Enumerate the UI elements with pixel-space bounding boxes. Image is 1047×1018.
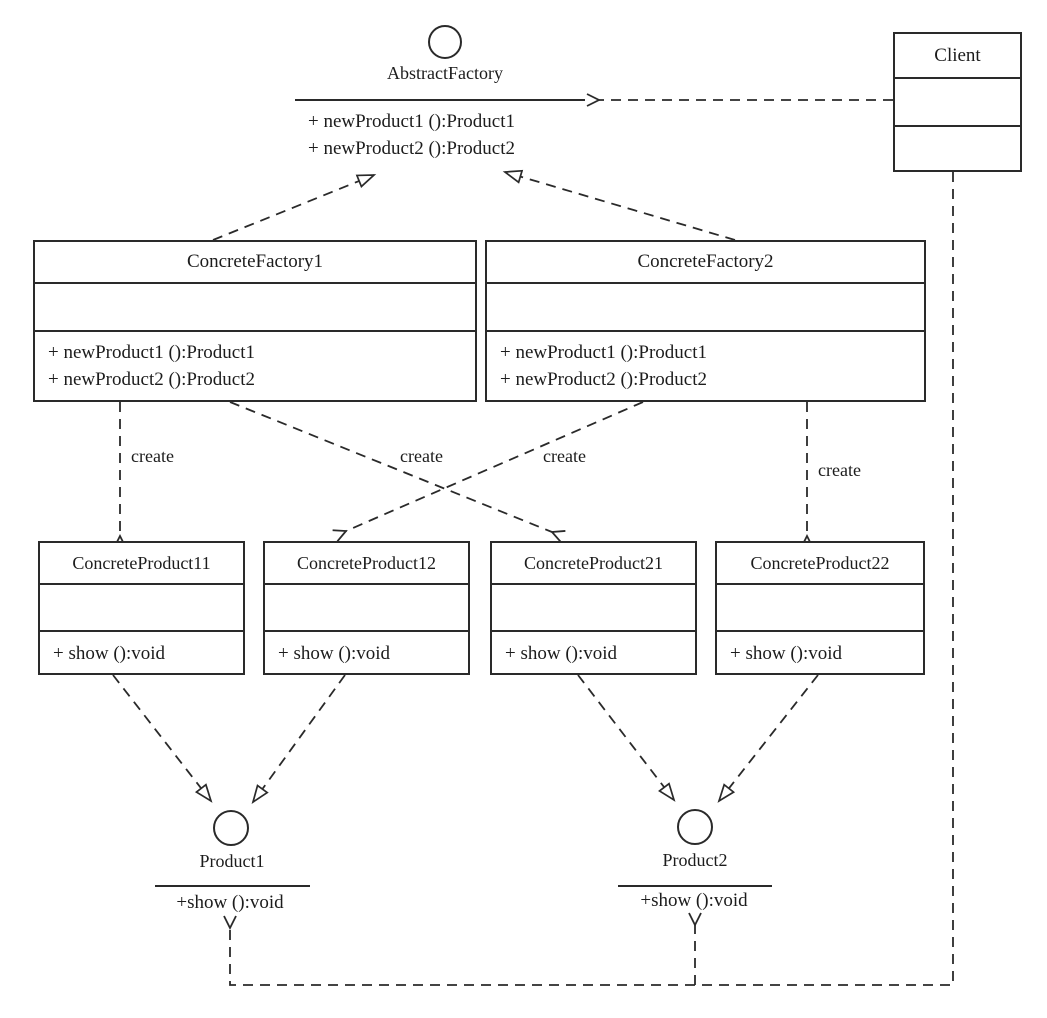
product2-interface-circle-icon [677,809,713,845]
concrete-product11-attributes-compartment [40,585,243,632]
client-name: Client [895,34,1020,79]
class-box-concrete-product11: ConcreteProduct11 + show ():void [38,541,245,675]
client-to-product1-dependency-path [230,172,954,986]
concretefactory1-realization-arrow [212,174,377,241]
abstract-factory-name: AbstractFactory [387,63,503,83]
abstract-factory-interface-circle-icon [428,25,462,59]
concrete-factory1-name: ConcreteFactory1 [35,242,475,284]
concrete-product22-methods-compartment: + show ():void [717,632,923,673]
concrete-factory1-methods-compartment: + newProduct1 ():Product1 + newProduct2 … [35,332,475,400]
concrete-product12-method: + show ():void [278,643,391,664]
cf2-create-cp12-arrow [346,401,644,531]
concrete-factory2-method: + newProduct2 ():Product2 [500,369,708,390]
product2-method: +show ():void [640,890,748,911]
concrete-product11-name: ConcreteProduct11 [40,543,243,585]
client-methods-compartment [895,127,1020,168]
concrete-product22-name: ConcreteProduct22 [717,543,923,585]
create-label: create [818,460,861,480]
concrete-factory1-method: + newProduct1 ():Product1 [48,342,256,363]
concrete-product11-method: + show ():void [53,643,166,664]
product1-method: +show ():void [176,892,284,913]
concrete-factory2-name: ConcreteFactory2 [487,242,924,284]
concrete-product21-methods-compartment: + show ():void [492,632,695,673]
concrete-product12-methods-compartment: + show ():void [265,632,468,673]
abstract-factory-method: + newProduct2 ():Product2 [308,138,516,159]
create-label: create [131,446,174,466]
abstract-factory-methods: + newProduct1 ():Product1 + newProduct2 … [308,108,515,162]
concrete-factory2-attributes-compartment [487,284,924,332]
concrete-product22-attributes-compartment [717,585,923,632]
class-box-client: Client [893,32,1022,172]
concrete-factory2-methods-compartment: + newProduct1 ():Product1 + newProduct2 … [487,332,924,400]
concrete-product21-attributes-compartment [492,585,695,632]
concrete-product11-methods-compartment: + show ():void [40,632,243,673]
concrete-product21-name: ConcreteProduct21 [492,543,695,585]
class-box-concrete-product22: ConcreteProduct22 + show ():void [715,541,925,675]
cp21-realization-product2-arrow [577,674,676,802]
create-label: create [400,446,443,466]
concretefactory2-realization-arrow [502,169,736,241]
cp22-realization-product2-arrow [717,674,819,803]
class-box-concrete-product21: ConcreteProduct21 + show ():void [490,541,697,675]
concrete-product21-method: + show ():void [505,643,618,664]
product1-interface-circle-icon [213,810,249,846]
cp11-realization-product1-arrow [112,674,213,803]
concrete-product12-attributes-compartment [265,585,468,632]
product2-name: Product2 [662,850,728,870]
concrete-factory2-method: + newProduct1 ():Product1 [500,342,708,363]
class-box-concrete-product12: ConcreteProduct12 + show ():void [263,541,470,675]
product1-name: Product1 [199,851,265,871]
create-label: create [543,446,586,466]
class-box-concrete-factory1: ConcreteFactory1 + newProduct1 ():Produc… [33,240,477,402]
cf1-create-cp21-arrow [229,401,552,532]
client-attributes-compartment [895,79,1020,127]
class-box-concrete-factory2: ConcreteFactory2 + newProduct1 ():Produc… [485,240,926,402]
concrete-product12-name: ConcreteProduct12 [265,543,468,585]
concrete-factory1-attributes-compartment [35,284,475,332]
concrete-factory1-method: + newProduct2 ():Product2 [48,369,256,390]
concrete-product22-method: + show ():void [730,643,843,664]
cp12-realization-product1-arrow [251,674,346,804]
abstract-factory-method: + newProduct1 ():Product1 [308,111,516,132]
